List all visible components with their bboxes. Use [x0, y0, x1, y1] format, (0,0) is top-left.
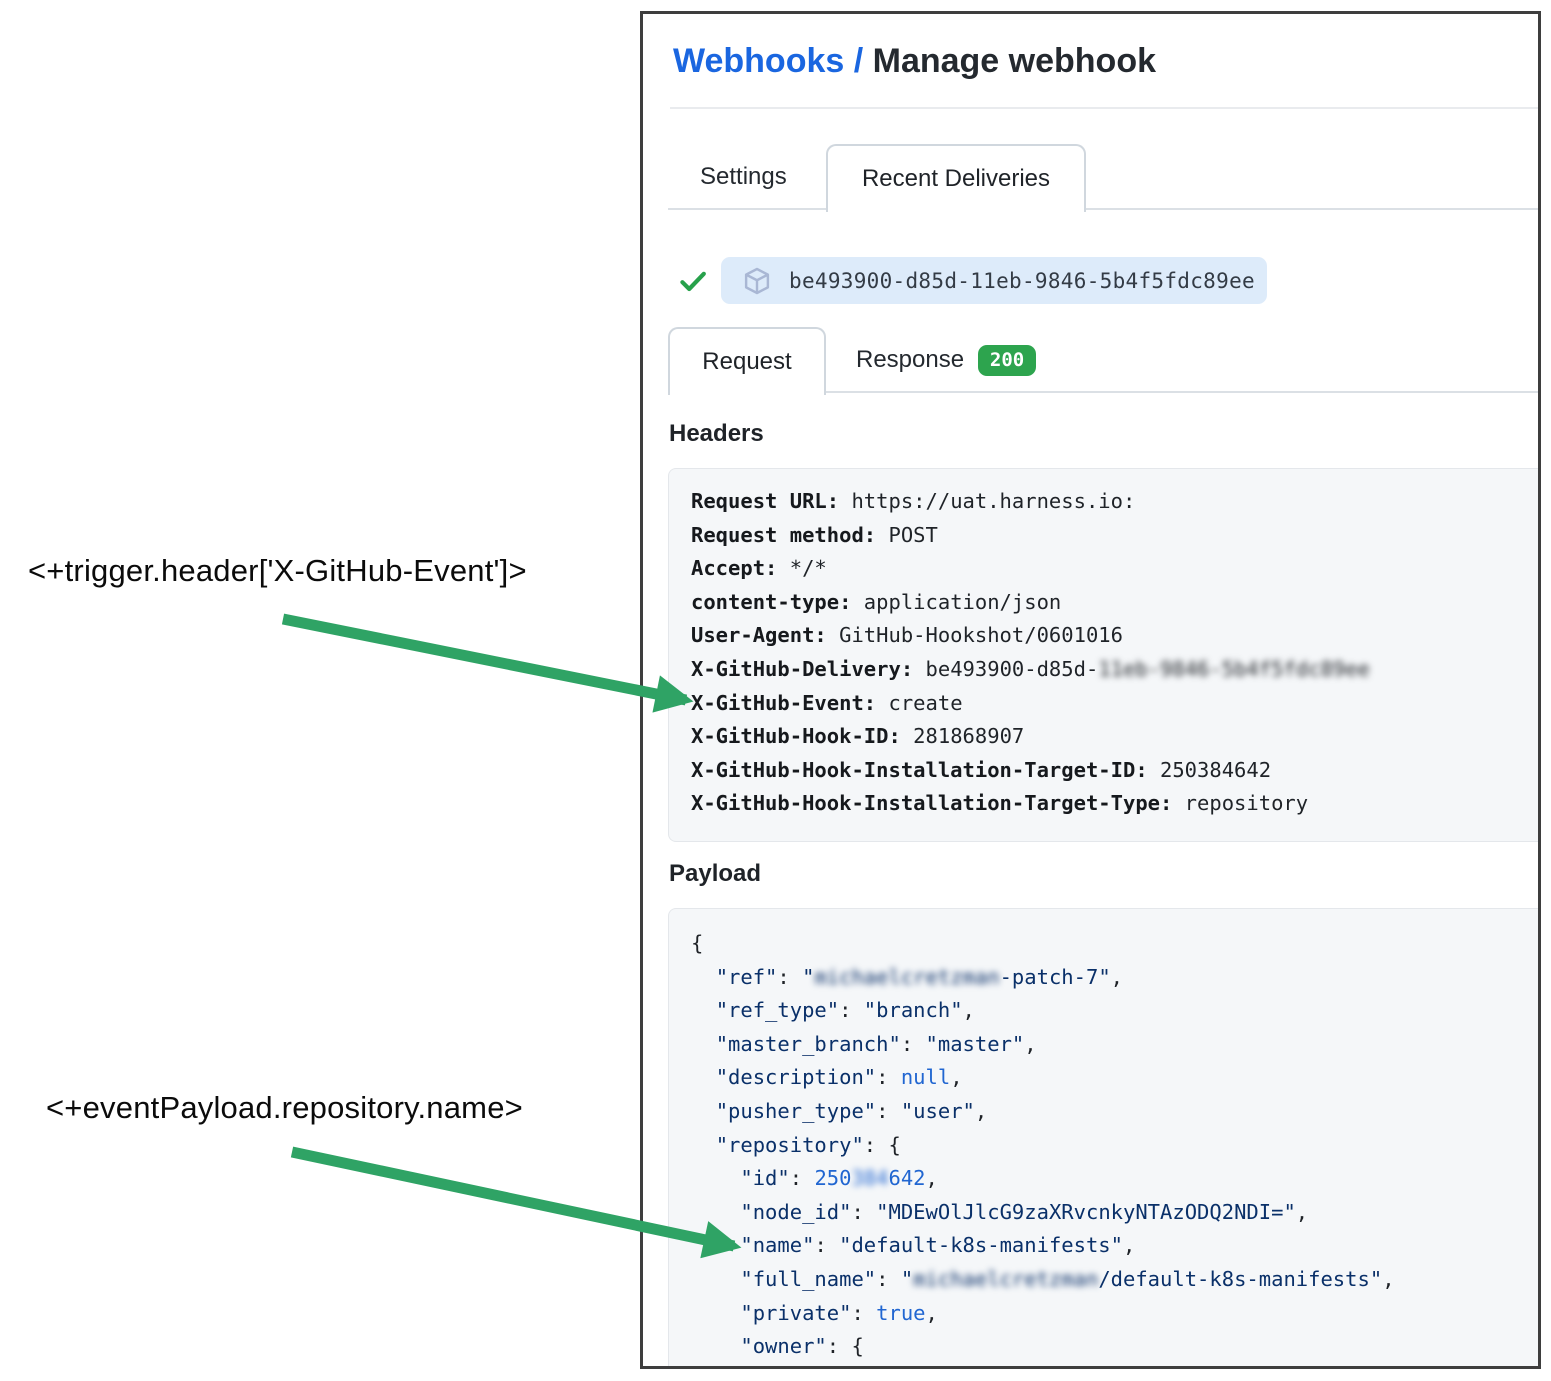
header-line: Request method: POST [691, 522, 938, 547]
page-title: Webhooks / Manage webhook [673, 42, 1156, 81]
breadcrumb-webhooks-link[interactable]: Webhooks [673, 42, 845, 80]
trigger-expression-annotation: <+trigger.header['X-GitHub-Event']> [28, 553, 527, 588]
header-line: Request URL: https://uat.harness.io: [691, 489, 1136, 513]
payload-line: "pusher_type": "user", [715, 1098, 988, 1123]
header-line: X-GitHub-Hook-Installation-Target-ID: 25… [691, 757, 1272, 782]
payload-line: "master_branch": "master", [715, 1031, 1037, 1056]
tab-settings[interactable]: Settings [700, 163, 787, 190]
page-title-text: Manage webhook [872, 42, 1156, 80]
manage-webhook-panel: Webhooks / Manage webhook Settings Recen… [640, 11, 1541, 1369]
breadcrumb-separator: / [844, 42, 873, 80]
payload-line: "node_id": "MDEwOlJlcG9zaXRvcnkyNTAzODQ2… [740, 1199, 1309, 1224]
header-line: X-GitHub-Event: create [691, 690, 963, 715]
header-line: User-Agent: GitHub-Hookshot/0601016 [691, 623, 1123, 648]
payload-line: "name": "default-k8s-manifests", [740, 1233, 1136, 1258]
headers-heading: Headers [669, 420, 764, 447]
delivery-guid-pill[interactable]: be493900-d85d-11eb-9846-5b4f5fdc89ee [721, 257, 1267, 304]
payload-expression-annotation: <+eventPayload.repository.name> [46, 1090, 523, 1125]
headers-box: Request URL: https://uat.harness.io: Requ… [668, 468, 1538, 842]
payload-line: "private": true, [740, 1300, 938, 1325]
payload-line: "full_name": "michaelcretzman/default-k8… [740, 1266, 1395, 1291]
payload-line: "repository": { [715, 1132, 901, 1157]
payload-line: { [691, 931, 704, 955]
arrow-to-github-event [281, 613, 694, 713]
payload-heading: Payload [669, 860, 762, 887]
payload-line: "description": null, [715, 1065, 963, 1090]
header-line: X-GitHub-Hook-Installation-Target-Type: … [691, 791, 1309, 816]
title-divider [670, 107, 1538, 109]
response-status-badge: 200 [978, 344, 1037, 376]
package-cube-icon [744, 267, 770, 294]
tab-request[interactable]: Request [668, 327, 826, 395]
payload-line: "id": 250384642, [740, 1166, 938, 1191]
delivery-guid: be493900-d85d-11eb-9846-5b4f5fdc89ee [789, 268, 1255, 293]
header-line: X-GitHub-Hook-ID: 281868907 [691, 724, 1025, 749]
request-response-tabbar: Request Response 200 [668, 327, 1538, 395]
response-label: Response [856, 346, 965, 373]
header-line: Accept: */* [691, 556, 827, 581]
header-line: X-GitHub-Delivery: be493900-d85d-11eb-98… [691, 656, 1370, 681]
tab-recent-deliveries[interactable]: Recent Deliveries [826, 144, 1086, 212]
main-tabbar: Settings Recent Deliveries [668, 144, 1538, 212]
success-check-icon [680, 271, 706, 291]
payload-line: "ref_type": "branch", [715, 998, 975, 1023]
payload-box: { "ref": "michaelcretzman-patch-7", "ref… [668, 908, 1538, 1366]
payload-line: "ref": "michaelcretzman-patch-7", [715, 964, 1124, 989]
delivery-row: be493900-d85d-11eb-9846-5b4f5fdc89ee [677, 257, 1267, 304]
tab-response[interactable]: Response 200 [856, 327, 1037, 393]
header-line: content-type: application/json [691, 589, 1062, 614]
payload-line: "owner": { [740, 1334, 864, 1359]
